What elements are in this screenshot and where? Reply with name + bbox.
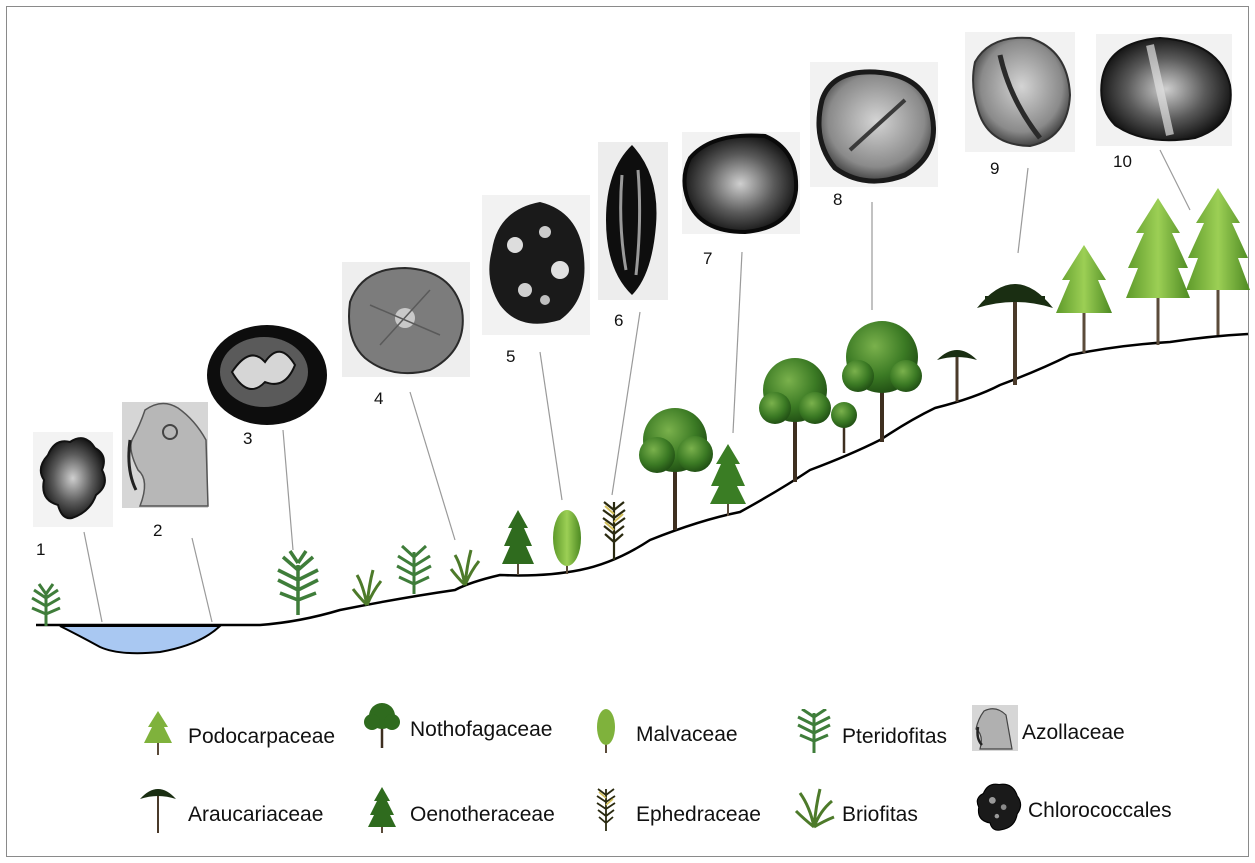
legend-item-oenotheraceae: Oenotheraceae xyxy=(360,790,555,830)
specimen-number-5: 5 xyxy=(506,347,515,366)
specimen-10-image xyxy=(1096,34,1232,146)
legend-item-ephedraceae: Ephedraceae xyxy=(586,790,761,830)
podocarpaceae-tree xyxy=(1056,245,1112,353)
chlorococcales-alga-icon xyxy=(972,780,1024,832)
legend-label-azollaceae: Azollaceae xyxy=(1022,721,1125,745)
azolla-spore-icon xyxy=(972,705,1018,751)
araucariaceae-tree xyxy=(937,350,977,402)
specimen-number-9: 9 xyxy=(990,159,999,178)
legend-label-briofitas: Briofitas xyxy=(842,803,918,827)
ephedra-plant xyxy=(603,502,625,560)
legend-label-chlorococcales: Chlorococcales xyxy=(1028,799,1172,823)
nothofagaceae-tree xyxy=(639,408,713,530)
specimen-number-3: 3 xyxy=(243,429,252,448)
specimen-number-8: 8 xyxy=(833,190,842,209)
specimen-number-7: 7 xyxy=(703,249,712,268)
oenotheraceae-shrub xyxy=(710,444,746,516)
legend-label-podocarpaceae: Podocarpaceae xyxy=(188,725,335,749)
legend-label-ephedraceae: Ephedraceae xyxy=(636,803,761,827)
specimen-7-image xyxy=(682,132,800,234)
legend-item-podocarpaceae: Podocarpaceae xyxy=(138,712,335,752)
specimen-number-6: 6 xyxy=(614,311,623,330)
legend-label-pteridofitas: Pteridofitas xyxy=(842,725,947,749)
moss-plant xyxy=(451,550,479,585)
legend-item-chlorococcales: Chlorococcales xyxy=(972,786,1172,826)
specimen-9-image xyxy=(965,32,1075,152)
moss-plant xyxy=(353,570,381,605)
fern-plant xyxy=(278,551,318,615)
araucariaceae-tree xyxy=(977,284,1053,385)
specimen-4-image xyxy=(342,262,470,377)
nothofagaceae-tree xyxy=(759,358,831,482)
oenotheraceae-shrub xyxy=(502,510,534,575)
podocarpaceae-tree xyxy=(1186,188,1250,335)
nothofagaceae-tree-icon xyxy=(360,702,406,748)
legend-item-araucariaceae: Araucariaceae xyxy=(138,790,323,830)
nothofagaceae-tree xyxy=(842,321,922,442)
legend-label-araucariaceae: Araucariaceae xyxy=(188,803,323,827)
specimen-8-image xyxy=(810,62,938,187)
fern-plant xyxy=(32,584,60,626)
specimen-number-2: 2 xyxy=(153,521,162,540)
specimen-6-image xyxy=(598,142,668,300)
moss-icon xyxy=(792,787,838,833)
legend-label-oenotheraceae: Oenotheraceae xyxy=(410,803,555,827)
podocarpaceae-tree xyxy=(1126,198,1190,345)
lake-water xyxy=(60,626,220,653)
specimen-number-10: 10 xyxy=(1113,152,1132,171)
oenotheraceae-shrub-icon xyxy=(360,787,406,833)
specimen-2-image xyxy=(122,402,208,508)
legend-label-malvaceae: Malvaceae xyxy=(636,723,738,747)
legend-item-pteridofitas: Pteridofitas xyxy=(792,712,947,752)
fern-plant xyxy=(397,546,431,594)
araucaria-tree-icon xyxy=(138,787,184,833)
legend-item-nothofagaceae: Nothofagaceae xyxy=(360,705,552,745)
legend-item-malvaceae: Malvaceae xyxy=(586,710,738,750)
specimen-number-1: 1 xyxy=(36,540,45,559)
specimen-images xyxy=(33,32,1232,527)
malvaceae-shrub-icon xyxy=(586,707,632,753)
nothofagaceae-tree xyxy=(831,402,857,453)
legend-label-nothofagaceae: Nothofagaceae xyxy=(410,718,552,742)
specimen-5-image xyxy=(482,195,590,335)
specimen-number-4: 4 xyxy=(374,389,383,408)
legend-item-azollaceae: Azollaceae xyxy=(972,708,1125,748)
legend-item-briofitas: Briofitas xyxy=(792,790,918,830)
ephedra-icon xyxy=(586,787,632,833)
specimen-3-image xyxy=(207,325,327,425)
podocarpaceae-tree-icon xyxy=(138,709,184,755)
fern-icon xyxy=(792,709,838,755)
malvaceae-shrub xyxy=(553,510,581,574)
specimen-1-image xyxy=(33,432,113,527)
